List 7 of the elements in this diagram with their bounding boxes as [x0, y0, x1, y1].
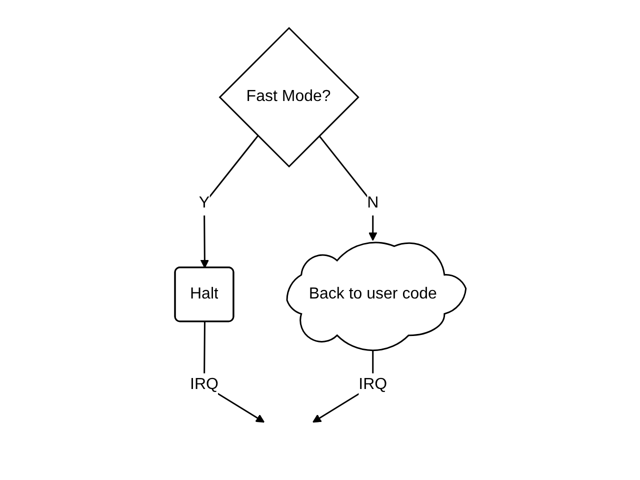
edge-label: N	[366, 194, 378, 212]
edge-label: IRQ	[190, 376, 218, 394]
node-diamond: Fast Mode?	[218, 26, 359, 168]
arrow	[318, 135, 377, 241]
arrow	[200, 135, 258, 268]
edge-label: Y	[198, 194, 210, 212]
edge-label: IRQ	[358, 376, 387, 394]
